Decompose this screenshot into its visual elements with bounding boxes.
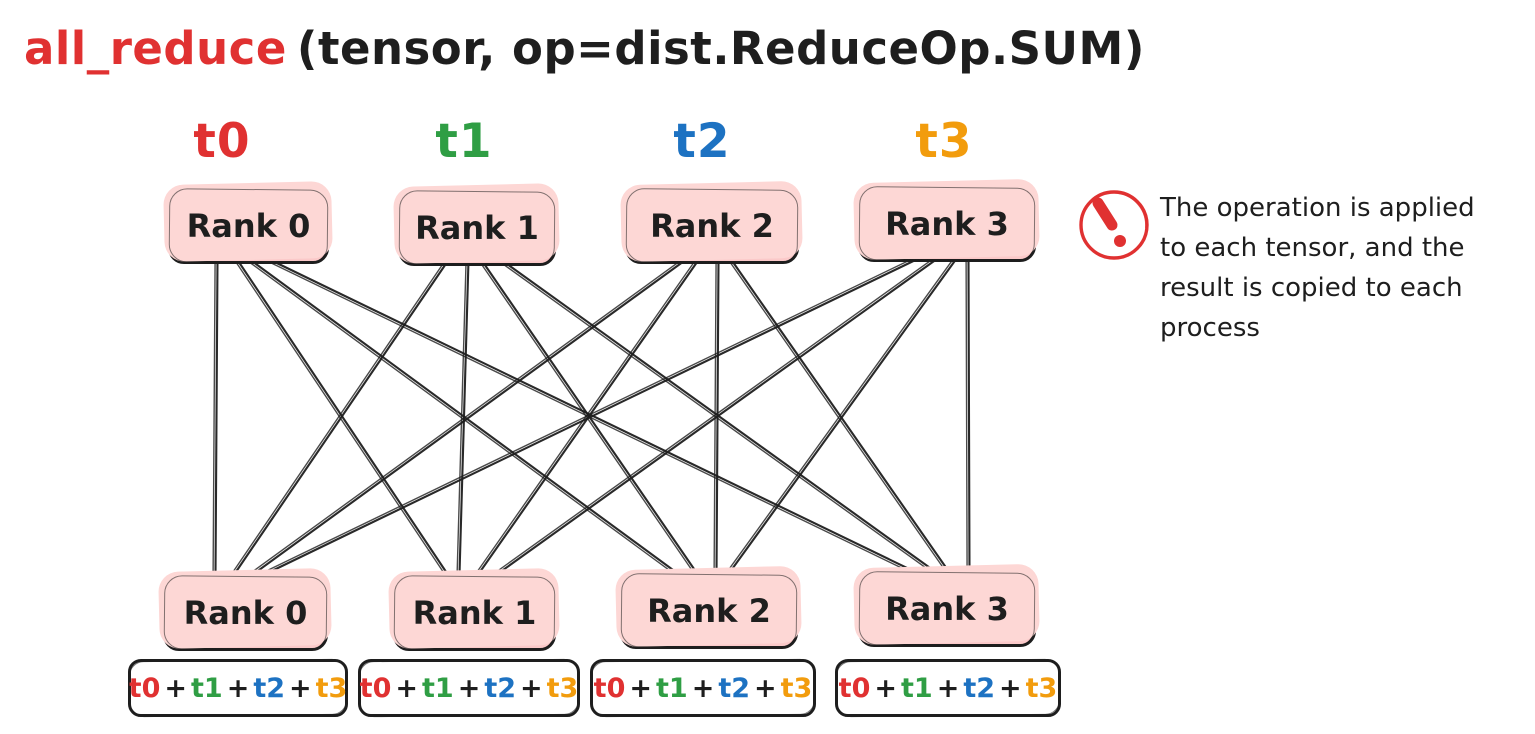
result-token: + (629, 672, 652, 704)
connection-line (475, 257, 698, 574)
result-box-rank-3: t0+t1+t2+t3 (835, 659, 1061, 717)
result-token: t0 (838, 672, 871, 704)
diagram-title: all_reduce(tensor, op=dist.ReduceOp.SUM) (24, 22, 1224, 75)
result-token: t0 (359, 672, 392, 704)
tensor-label-t1: t1 (435, 114, 493, 169)
connection-line (478, 260, 697, 577)
top-rank-3-box: Rank 3 (858, 186, 1036, 262)
result-token: t2 (484, 672, 517, 704)
connection-line (967, 258, 971, 576)
bottom-rank-1-label: Rank 1 (412, 594, 537, 632)
exclamation-circle-icon (1079, 190, 1149, 260)
connection-line (263, 257, 916, 573)
tensor-label-t3: t3 (915, 114, 973, 169)
tensor-label-t2: t2 (673, 114, 731, 169)
note-text: The operation is applied to each tensor,… (1160, 188, 1535, 348)
top-rank-3-label: Rank 3 (885, 205, 1009, 243)
connection-line (264, 258, 917, 576)
result-token: + (999, 672, 1022, 704)
bottom-rank-3-label: Rank 3 (885, 590, 1009, 628)
connection-line (480, 258, 699, 576)
top-rank-0-box: Rank 0 (168, 188, 329, 264)
result-token: + (754, 672, 777, 704)
connection-line (233, 258, 450, 576)
result-box-rank-1: t0+t1+t2+t3 (358, 659, 580, 717)
result-token: + (874, 672, 897, 704)
bottom-rank-0-label: Rank 0 (183, 594, 308, 632)
connection-line (728, 260, 950, 577)
result-token: t3 (546, 672, 579, 704)
connection-line (965, 259, 968, 575)
tensor-label-t0: t0 (193, 114, 251, 169)
result-token: t3 (315, 672, 348, 704)
bottom-rank-2-label: Rank 2 (647, 592, 771, 630)
top-rank-2-label: Rank 2 (650, 207, 774, 245)
result-token: t2 (718, 672, 751, 704)
bottom-rank-1-box: Rank 1 (393, 575, 556, 651)
connection-line (500, 258, 940, 576)
note-line: result is copied to each (1160, 273, 1463, 303)
connection-line (249, 258, 680, 576)
result-token: t0 (593, 672, 626, 704)
note-line: process (1160, 313, 1260, 343)
result-token: + (936, 672, 960, 704)
result-token: t1 (190, 672, 223, 704)
top-rank-1-label: Rank 1 (415, 209, 539, 247)
result-token: t1 (655, 672, 688, 704)
result-token: t2 (253, 672, 286, 704)
connection-line (269, 258, 921, 576)
connection-line (495, 257, 935, 573)
function-signature: (tensor, op=dist.ReduceOp.SUM) (296, 22, 1145, 75)
connection-line (252, 258, 687, 576)
connection-line (458, 258, 470, 576)
result-token: + (164, 672, 187, 704)
bottom-rank-3-box: Rank 3 (858, 571, 1036, 647)
connection-line (251, 257, 685, 573)
connection-line (234, 260, 447, 577)
note-line: The operation is applied (1160, 193, 1475, 223)
connection-line (212, 259, 216, 575)
top-rank-0-label: Rank 0 (186, 207, 311, 245)
result-box-rank-2: t0+t1+t2+t3 (590, 659, 816, 717)
result-box-rank-0: t0+t1+t2+t3 (128, 659, 348, 717)
result-token: t2 (963, 672, 996, 704)
result-token: + (289, 672, 312, 704)
connection-line (727, 258, 957, 576)
result-token: t1 (900, 672, 933, 704)
result-token: + (226, 672, 250, 704)
result-token: + (395, 672, 418, 704)
connection-line (268, 261, 920, 577)
top-rank-2-box: Rank 2 (625, 188, 799, 264)
connection-line (231, 257, 448, 574)
result-token: t1 (421, 672, 454, 704)
connection-line (499, 261, 938, 577)
result-token: t3 (780, 672, 813, 704)
connection-line (248, 261, 678, 577)
connection-line (725, 257, 955, 574)
connection-line (715, 258, 720, 576)
connection-line (730, 258, 952, 576)
connection-line (477, 258, 700, 576)
result-token: t0 (128, 672, 161, 704)
note-line: to each tensor, and the (1160, 233, 1465, 263)
function-name: all_reduce (24, 22, 287, 75)
connection-line (456, 259, 467, 575)
connection-line (713, 259, 717, 575)
result-token: + (457, 672, 481, 704)
bottom-rank-2-box: Rank 2 (620, 573, 798, 649)
connection-line (214, 258, 219, 576)
result-token: + (691, 672, 715, 704)
result-token: t3 (1025, 672, 1058, 704)
connection-line (496, 258, 937, 576)
connection-line (236, 258, 449, 576)
bottom-rank-0-box: Rank 0 (163, 575, 328, 651)
result-token: + (520, 672, 543, 704)
top-rank-1-box: Rank 1 (398, 190, 556, 266)
